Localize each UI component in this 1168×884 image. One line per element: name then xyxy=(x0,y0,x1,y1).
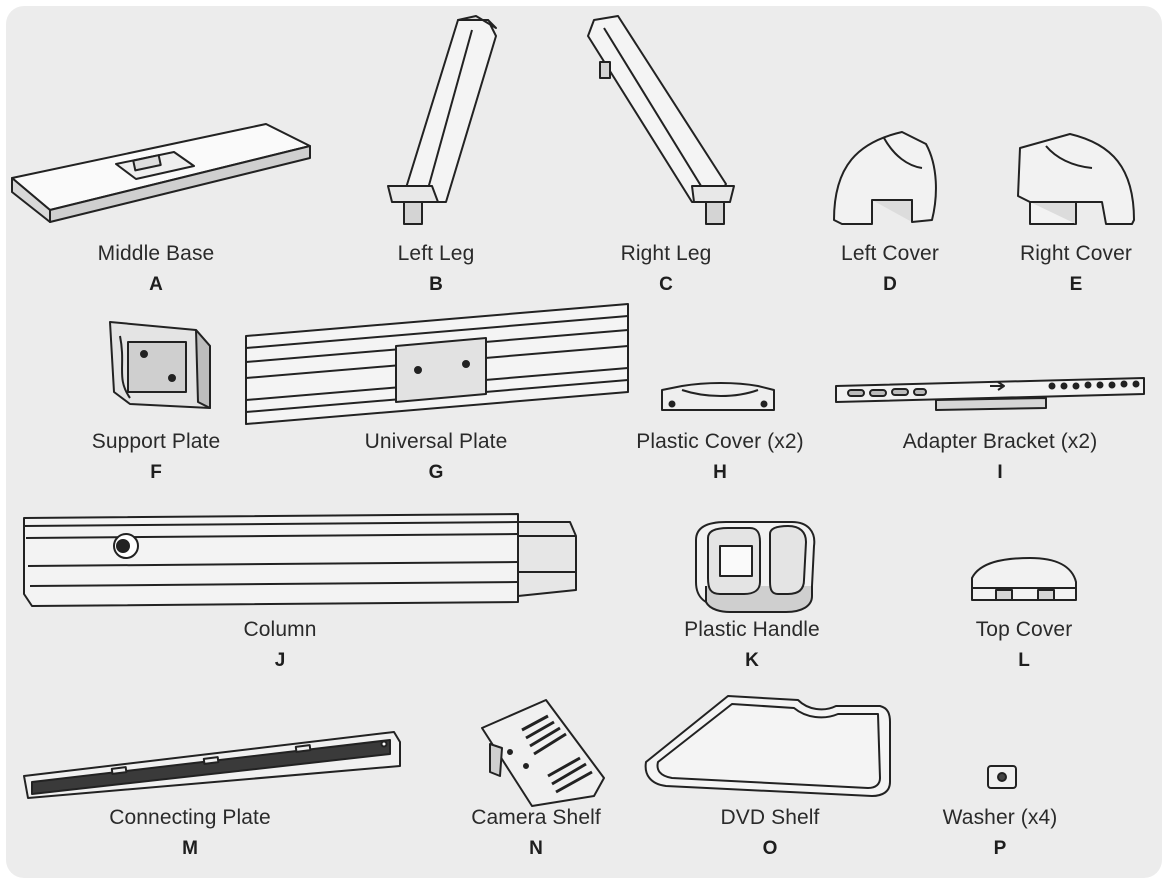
part-letter: D xyxy=(883,274,897,295)
part-letter: M xyxy=(182,838,198,859)
part-letter: J xyxy=(274,650,286,671)
part-name: Camera Shelf xyxy=(471,806,601,829)
part-letter: I xyxy=(997,462,1003,483)
part-name: Washer (x4) xyxy=(942,806,1058,829)
part-name: Plastic Cover (x2) xyxy=(636,430,804,453)
part-letter: O xyxy=(762,838,778,859)
part-name: Column xyxy=(243,618,317,641)
part-name: Top Cover xyxy=(975,618,1073,641)
part-name: Middle Base xyxy=(97,242,215,265)
part-name: Left Cover xyxy=(841,242,939,265)
part-letter: B xyxy=(429,274,443,295)
part-name: Plastic Handle xyxy=(684,618,820,641)
right-cover-illustration xyxy=(6,6,1162,878)
part-letter: A xyxy=(149,274,163,295)
middle-base-illustration xyxy=(6,6,1162,878)
support-plate-illustration xyxy=(6,6,1162,878)
top-cover-illustration xyxy=(6,6,1162,878)
part-letter: H xyxy=(713,462,727,483)
dvd-shelf-illustration xyxy=(6,6,1162,878)
part-letter: E xyxy=(1069,274,1083,295)
camera-shelf-illustration xyxy=(6,6,1162,878)
part-name: Left Leg xyxy=(397,242,475,265)
part-name: Right Leg xyxy=(620,242,712,265)
part-letter: N xyxy=(529,838,543,859)
plastic-cover-illustration xyxy=(6,6,1162,878)
connecting-plate-illustration xyxy=(6,6,1162,878)
parts-diagram-panel: Middle Base A Left Leg B R xyxy=(6,6,1162,878)
part-name: Universal Plate xyxy=(364,430,508,453)
adapter-bracket-illustration xyxy=(6,6,1162,878)
part-name: Right Cover xyxy=(1020,242,1132,265)
plastic-handle-illustration xyxy=(6,6,1162,878)
part-letter: F xyxy=(150,462,162,483)
part-name: Connecting Plate xyxy=(109,806,271,829)
part-letter: K xyxy=(745,650,759,671)
washer-illustration xyxy=(6,6,1162,878)
left-leg-illustration xyxy=(6,6,1162,878)
part-name: Support Plate xyxy=(91,430,221,453)
left-cover-illustration xyxy=(6,6,1162,878)
part-name: Adapter Bracket (x2) xyxy=(902,430,1098,453)
column-illustration xyxy=(6,6,1162,878)
part-letter: L xyxy=(1018,650,1030,671)
part-letter: C xyxy=(659,274,673,295)
part-letter: P xyxy=(993,838,1007,859)
part-name: DVD Shelf xyxy=(720,806,820,829)
part-letter: G xyxy=(428,462,444,483)
right-leg-illustration xyxy=(6,6,1162,878)
universal-plate-illustration xyxy=(6,6,1162,878)
